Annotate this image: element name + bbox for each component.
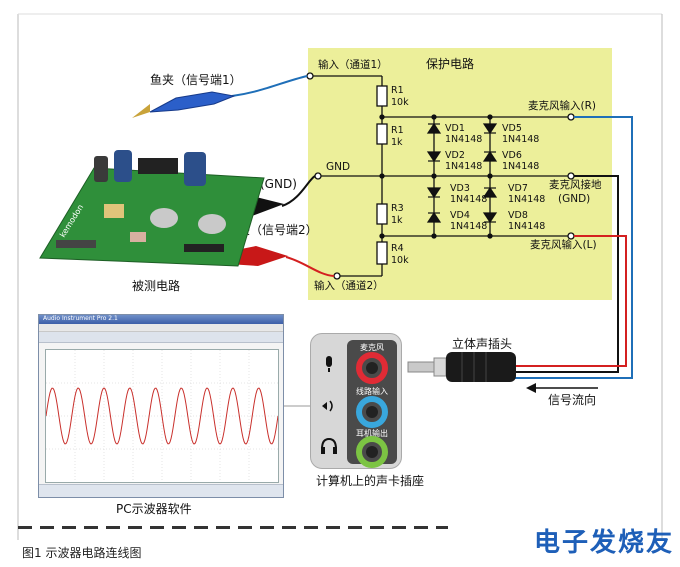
jack-label: 麦克风 [360, 343, 384, 352]
diode-name: VD7 [508, 183, 528, 194]
input-ch1-label: 输入（通道1） [318, 59, 388, 71]
headphone-icon [321, 437, 337, 454]
gnd-wire [281, 175, 316, 207]
diode-name: VD1 [445, 123, 465, 134]
input-ch2-label: 输入（通道2） [314, 280, 384, 292]
stereo-plug-label: 立体声插头 [452, 337, 513, 351]
diode-name: VD3 [450, 183, 470, 194]
dut-label: 被测电路 [132, 279, 181, 293]
scope-titlebar: Audio Instrument Pro 2.1 [39, 315, 283, 324]
resistor-value: 10k [391, 255, 409, 266]
mic-jack[interactable] [356, 352, 388, 384]
scope-menubar[interactable] [39, 324, 283, 332]
line-in-jack[interactable] [356, 396, 388, 428]
watermark-text: 电子发烧友 [533, 528, 674, 558]
figure-caption: 图1 示波器电路连线图 [22, 546, 142, 560]
ground-cable [512, 175, 619, 373]
diode-name: VD5 [502, 123, 522, 134]
stereo-plug [407, 352, 516, 382]
diode-part: 1N4148 [450, 221, 488, 232]
jack-label: 耳机输出 [356, 429, 388, 438]
mic-gnd-label: 麦克风接地 [549, 179, 602, 191]
diode-part: 1N4148 [508, 221, 546, 232]
scope-window: Audio Instrument Pro 2.1 [38, 314, 284, 498]
diode-part: 1N4148 [508, 194, 546, 205]
diode-part: 1N4148 [445, 134, 483, 145]
protection-title: 保护电路 [426, 57, 475, 71]
sound-card-panel: 麦克风 线路输入 耳机输出 [310, 333, 402, 469]
diode-name: VD6 [502, 150, 522, 161]
clip-ch1 [132, 91, 236, 118]
headphone-jack[interactable] [356, 436, 388, 468]
scope-toolbar[interactable] [39, 332, 283, 343]
line-in-icon [322, 400, 333, 412]
resistor-name: R3 [391, 203, 404, 214]
right-channel-cable [512, 116, 633, 379]
diode-part: 1N4148 [502, 134, 540, 145]
resistor-name: R4 [391, 243, 404, 254]
diode-part: 1N4148 [450, 194, 488, 205]
protection-circuit-panel [308, 48, 612, 300]
clip2-wire [285, 256, 335, 277]
jack-label: 线路输入 [356, 387, 388, 396]
sound-card-label: 计算机上的声卡插座 [316, 474, 425, 488]
diode-name: VD4 [450, 210, 470, 221]
caption-divider [18, 526, 448, 529]
left-channel-cable [512, 235, 627, 367]
scope-statusbar[interactable] [39, 484, 283, 497]
mic-gnd-paren-label: (GND) [558, 193, 591, 205]
resistor-name: R1 [391, 85, 404, 96]
signal-flow-label: 信号流向 [548, 393, 597, 407]
diode-name: VD8 [508, 210, 528, 221]
jack-strip: 麦克风 线路输入 耳机输出 [347, 340, 397, 468]
resistor-value: 1k [391, 215, 403, 226]
microphone-icon [326, 356, 332, 372]
diode-part: 1N4148 [502, 161, 540, 172]
scope-software-label: PC示波器软件 [116, 502, 192, 516]
clip-ch1-label: 鱼夹（信号端1） [150, 73, 242, 87]
scope-plot [45, 349, 279, 483]
pcb-photo: kemodon [39, 150, 265, 267]
diode-symbols [426, 122, 498, 224]
resistor-name: R1 [391, 125, 404, 136]
resistor-value: 10k [391, 97, 409, 108]
scope-title: Audio Instrument Pro 2.1 [43, 315, 118, 322]
diode-name: VD2 [445, 150, 465, 161]
watermark-logo: 电子发烧友 [534, 522, 674, 559]
protection-schematic [306, 72, 575, 280]
gnd-label: GND [326, 161, 351, 173]
sine-trace [45, 387, 279, 445]
resistor-value: 1k [391, 137, 403, 148]
mic-in-l-label: 麦克风输入(L) [530, 239, 597, 251]
clip1-wire [231, 75, 308, 97]
diode-part: 1N4148 [445, 161, 483, 172]
mic-in-r-label: 麦克风输入(R) [528, 100, 596, 112]
